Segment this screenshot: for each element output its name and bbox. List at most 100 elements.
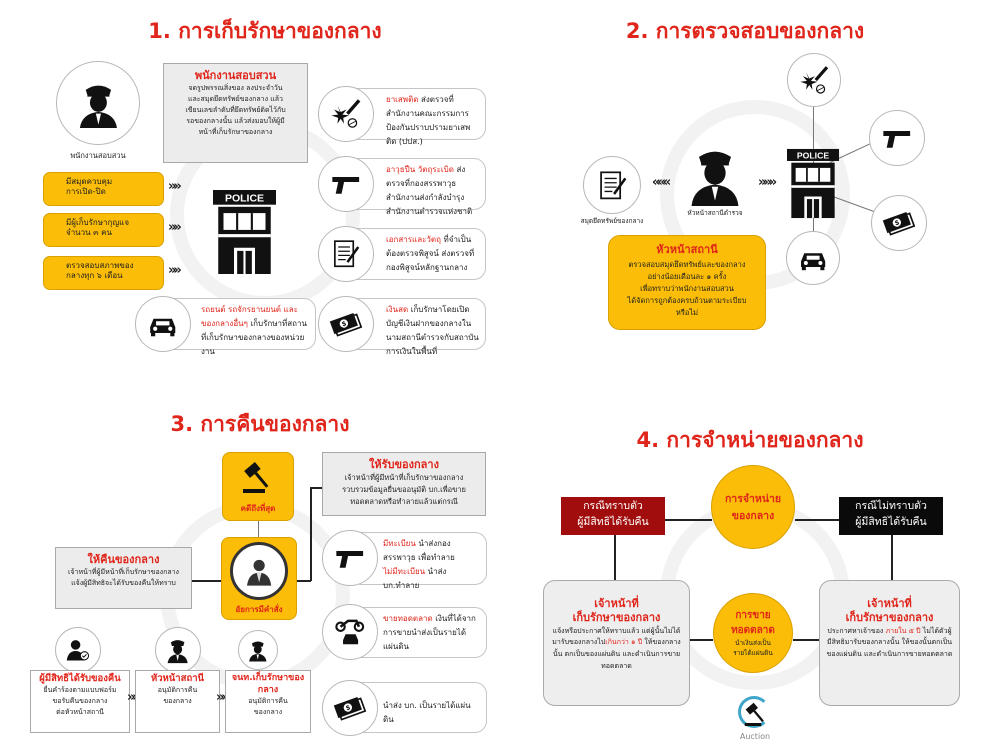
key-keepers-box: มีผู้เก็บรักษากุญแจจำนวน ๓ คน bbox=[43, 213, 164, 247]
item-text: นำส่งกองสรรพาวุธ เพื่อทำลาย bbox=[383, 539, 455, 562]
inspection-box: ตรวจสอบสภาพของกลางทุก ๖ เดือน bbox=[43, 256, 164, 290]
document-icon bbox=[318, 226, 374, 282]
auction-label: Auction bbox=[739, 732, 771, 741]
line: การเปิด-ปิด bbox=[66, 187, 106, 197]
gavel-icon bbox=[238, 457, 278, 497]
arrow-down bbox=[258, 521, 259, 537]
item-text: นำส่ง บก. เป็นรายได้แผ่นดิน bbox=[383, 701, 471, 724]
known-line: กรณีทราบตัว bbox=[583, 500, 643, 512]
car-icon bbox=[786, 231, 840, 285]
box-line: จดรูปพรรณสิ่งของ ลงประจำวัน bbox=[188, 84, 283, 93]
arrow-left bbox=[665, 519, 712, 521]
item-text: ส่งตรวจที่กองสรรพาวุธ สำนักงานส่งกำลังบำ… bbox=[386, 165, 473, 216]
chevron-right-icon: »» bbox=[168, 179, 182, 194]
box-line: เขียนเลขลำดับที่ยึดทรัพย์ติดไว้กับ bbox=[185, 106, 286, 115]
box-line: หน้าที่เก็บรักษาของกลาง bbox=[198, 127, 273, 136]
officer-label: พนักงานสอบสวน bbox=[70, 151, 126, 160]
section3-title: 3. การคืนของกลาง bbox=[170, 412, 350, 436]
record-book-label: สมุดยึดทรัพย์ของกลาง bbox=[580, 217, 644, 225]
investigator-box: พนักงานสอบสวน จดรูปพรรณสิ่งของ ลงประจำวั… bbox=[163, 63, 308, 163]
money-icon bbox=[322, 680, 378, 736]
custodian-text: แจ้งหรือประกาศให้ทราบแล้ว แต่ผู้นั้นไม่ไ… bbox=[550, 626, 683, 674]
item-highlight: ไม่มีทะเบียน bbox=[383, 567, 426, 576]
box-line: ได้จัดการถูกต้องครบถ้วนตามระเบียบ bbox=[627, 295, 747, 305]
connector bbox=[297, 580, 311, 582]
arrow-down bbox=[891, 535, 893, 580]
box-line: อย่างน้อยเดือนละ ๑ ครั้ง bbox=[647, 271, 727, 281]
police-station-icon bbox=[787, 142, 839, 225]
step-line: อนุมัติการคืน bbox=[157, 686, 198, 695]
item-text: ที่จำเป็นต้องตรวจพิสูจน์ ส่งตรวจที่กองพิ… bbox=[386, 235, 475, 272]
step-line: ต่อหัวหน้าสถานี bbox=[56, 708, 104, 717]
motorcycle-car-icon bbox=[322, 604, 378, 660]
item-highlight: ขายทอดตลาด bbox=[383, 614, 433, 623]
box-line: รอของกลางนั้น แล้วส่งมอบให้ผู้มี bbox=[186, 116, 285, 125]
unknown-line: ผู้มีสิทธิได้รับคืน bbox=[855, 515, 927, 528]
box-line: เจ้าหน้าที่ผู้มีหน้าที่เก็บรักษาของกลาง bbox=[68, 568, 179, 577]
auction-sub: รายได้แผ่นดิน bbox=[733, 649, 773, 657]
line: กลางทุก ๖ เดือน bbox=[66, 271, 123, 281]
auction-circle: การขาย ทอดตลาด นำเงินส่งเป็น รายได้แผ่นด… bbox=[713, 593, 793, 673]
money-icon bbox=[318, 296, 374, 352]
step-title: จนท.เก็บรักษาของกลาง bbox=[231, 673, 305, 695]
known-custodian-box: เจ้าหน้าที่ เก็บรักษาของกลาง แจ้งหรือประ… bbox=[543, 580, 690, 706]
box-line: เพื่อทราบว่าพนักงานสอบสวน bbox=[640, 283, 734, 293]
step-custodian: จนท.เก็บรักษาของกลาง อนุมัติการคืน ของกล… bbox=[225, 670, 311, 733]
disposal-line: การจำหน่าย bbox=[724, 493, 782, 505]
step-title: ผู้มีสิทธิได้รับของคืน bbox=[39, 673, 121, 684]
unknown-owner-box: กรณีไม่ทราบตัวผู้มีสิทธิได้รับคืน bbox=[839, 497, 943, 535]
gun-icon bbox=[869, 110, 925, 166]
officer-standing-icon bbox=[238, 630, 278, 670]
custodian-title: เจ้าหน้าที่ bbox=[867, 597, 912, 610]
drug-icon bbox=[787, 53, 841, 107]
arrow-down bbox=[614, 535, 616, 580]
disposal-circle: การจำหน่าย ของกลาง bbox=[711, 465, 795, 549]
return-exhibit-box: ให้คืนของกลาง เจ้าหน้าที่ผู้มีหน้าที่เก็… bbox=[55, 547, 192, 609]
highlight: ภายใน ๕ ปี bbox=[885, 626, 921, 635]
text: ไม่ได้ตัวผู้มีสิทธิมารับของกลางนั้น ให้ข… bbox=[826, 626, 953, 659]
item-highlight: เอกสารและวัตถุ bbox=[386, 235, 441, 244]
section2-title: 2. การตรวจสอบของกลาง bbox=[625, 19, 865, 43]
officer-icon bbox=[56, 61, 140, 145]
claimant-icon bbox=[55, 627, 101, 673]
custodian-title: เก็บรักษาของกลาง bbox=[845, 611, 934, 625]
car-icon bbox=[135, 296, 191, 352]
record-book-icon bbox=[583, 156, 641, 214]
box-line: แจ้งผู้มีสิทธิจะได้รับของคืนให้ทราบ bbox=[71, 579, 176, 588]
station-chief-icon bbox=[683, 140, 747, 208]
text: ประกาศหาเจ้าของ bbox=[827, 626, 886, 635]
drug-icon bbox=[318, 86, 374, 142]
item-highlight: มีทะเบียน bbox=[383, 539, 416, 548]
item-text: เงินที่ได้จากการขายนำส่งเป็นรายได้แผ่นดิ… bbox=[383, 614, 476, 651]
line: จำนวน ๓ คน bbox=[66, 228, 112, 238]
prosecutor-label: อัยการมีคำสั่ง bbox=[235, 605, 283, 614]
receive-title: ให้รับของกลาง bbox=[369, 458, 439, 471]
arrow-right bbox=[795, 519, 839, 521]
step-line: ของกลาง bbox=[163, 697, 192, 706]
item-highlight: เงินสด bbox=[386, 305, 409, 314]
step-station-chief: หัวหน้าสถานี อนุมัติการคืน ของกลาง bbox=[135, 670, 220, 733]
prosecutor-icon bbox=[230, 542, 288, 600]
item-highlight: รถยนต์ รถจักรยานยนต์ และของกลางอื่นๆ bbox=[201, 305, 298, 328]
disposal-line: ของกลาง bbox=[731, 510, 775, 522]
item-text: เก็บรักษาที่สถานที่เก็บรักษาของกลางของหน… bbox=[201, 319, 307, 356]
chevron-right-icon: »» bbox=[168, 220, 182, 235]
chevron-left-icon: ««« bbox=[652, 175, 671, 190]
box-line: เจ้าหน้าที่ผู้มีหน้าที่เก็บรักษาของกลาง bbox=[344, 473, 464, 483]
box-line: รวบรวมข้อมูลยื่นขออนุมัติ บก.เพื่อขาย bbox=[342, 485, 466, 495]
station-chief-box: หัวหน้าสถานี ตรวจสอบสมุดยึดทรัพย์และของก… bbox=[608, 235, 766, 330]
section1-title: 1. การเก็บรักษาของกลาง bbox=[148, 19, 382, 43]
line: มีผู้เก็บรักษากุญแจ bbox=[66, 218, 130, 227]
box-line: ตรวจสอบสมุดยึดทรัพย์และของกลาง bbox=[628, 259, 746, 269]
section4-title: 4. การจำหน่ายของกลาง bbox=[636, 428, 864, 452]
unknown-custodian-box: เจ้าหน้าที่ เก็บรักษาของกลาง ประกาศหาเจ้… bbox=[819, 580, 960, 706]
auction-sub: นำเงินส่งเป็น bbox=[735, 639, 771, 647]
box-line: และสมุดยึดทรัพย์ของกลาง แล้ว bbox=[188, 95, 283, 104]
case-final-label: คดีถึงที่สุด bbox=[240, 503, 276, 513]
step-title: หัวหน้าสถานี bbox=[150, 673, 205, 684]
custodian-title: เจ้าหน้าที่ bbox=[594, 597, 639, 610]
station-chief-icon bbox=[155, 627, 201, 673]
step-line: ยื่นคำร้องตามแบบฟอร์ม bbox=[43, 686, 117, 695]
item-text: เก็บรักษาโดยเปิดบัญชีเงินฝากของกลางในนาม… bbox=[386, 305, 479, 356]
known-line: ผู้มีสิทธิได้รับคืน bbox=[577, 515, 649, 528]
